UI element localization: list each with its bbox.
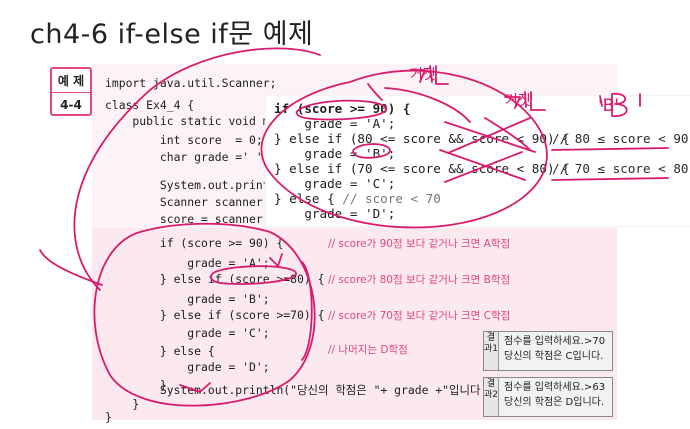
callout-comment: // 80 ≤ score < 90: [552, 131, 689, 146]
result-line: 점수를 입력하세요.>63: [504, 382, 606, 393]
callout-line: } else if (70 <= score && score < 80) {: [274, 161, 570, 176]
callout-comment: // 70 ≤ score < 80: [552, 161, 689, 176]
result-output: 점수를 입력하세요.>70 당신의 학점은 C입니다.: [504, 334, 605, 364]
result-box-1: 결과1 점수를 입력하세요.>70 당신의 학점은 C입니다.: [483, 331, 613, 371]
result-output: 점수를 입력하세요.>63 당신의 학점은 D입니다.: [504, 380, 605, 410]
callout-line: grade = 'B';: [274, 146, 396, 161]
code-comment: // score가 70점 보다 같거나 크면 C학점: [328, 310, 511, 322]
code-line: Scanner scanner = n: [105, 195, 291, 209]
code-line: char grade =' ';: [105, 150, 270, 164]
result-tag: 결과2: [484, 378, 499, 416]
code-comment: // 나머지는 D학점: [328, 344, 408, 356]
code-line: System.out.print(": [105, 178, 284, 192]
code-line: grade = 'A';: [105, 256, 270, 270]
result-box-2: 결과2 점수를 입력하세요.>63 당신의 학점은 D입니다.: [483, 377, 613, 417]
result-line: 당신의 학점은 D입니다.: [504, 397, 605, 408]
code-line: }: [105, 410, 112, 424]
code-line: grade = 'B';: [105, 292, 270, 306]
result-line: 당신의 학점은 C입니다.: [504, 351, 604, 362]
code-line: import java.util.Scanner;: [105, 76, 277, 90]
code-line: score = scanner.ne: [105, 212, 284, 226]
example-number: 4-4: [60, 98, 82, 112]
code-line: System.out.println("당신의 학점은 "+ grade +"입…: [105, 383, 508, 397]
code-comment: // score가 80점 보다 같거나 크면 B학점: [328, 274, 511, 286]
code-line: } else if (score >=80) {: [105, 272, 325, 286]
example-label: 예 제 4-4: [50, 67, 92, 116]
code-line: if (score >= 90) {: [105, 236, 284, 250]
callout-line: } else if (80 <= score && score < 90) {: [274, 131, 570, 146]
code-line: }: [105, 397, 140, 411]
example-label-divider: [52, 92, 90, 93]
code-line: class Ex4_4 {: [105, 98, 195, 112]
callout-else-comment: // score < 70: [334, 191, 441, 206]
code-line: } else {: [105, 344, 215, 358]
code-line: public static void ma: [105, 114, 277, 128]
callout-line: grade = 'A';: [274, 116, 396, 131]
slide-title: ch4-6 if-else if문 예제: [30, 19, 314, 50]
result-line: 점수를 입력하세요.>70: [504, 336, 606, 347]
callout-line: grade = 'D';: [274, 206, 396, 221]
callout-line: if (score >= 90) {: [274, 101, 410, 116]
callout-else: } else {: [274, 191, 335, 206]
example-label-text: 예 제: [57, 74, 85, 88]
code-line: int score = 0;: [105, 133, 263, 147]
callout-line: grade = 'C';: [274, 176, 396, 191]
result-tag: 결과1: [484, 332, 499, 370]
callout-line: } else { // score < 70: [274, 191, 441, 206]
callout-keyword: if (score >= 90) {: [274, 101, 411, 116]
code-comment: // score가 90점 보다 같거나 크면 A학점: [328, 238, 511, 250]
code-line: grade = 'D';: [105, 360, 270, 374]
code-line: } else if (score >=70) {: [105, 308, 325, 322]
code-line: grade = 'C';: [105, 326, 270, 340]
